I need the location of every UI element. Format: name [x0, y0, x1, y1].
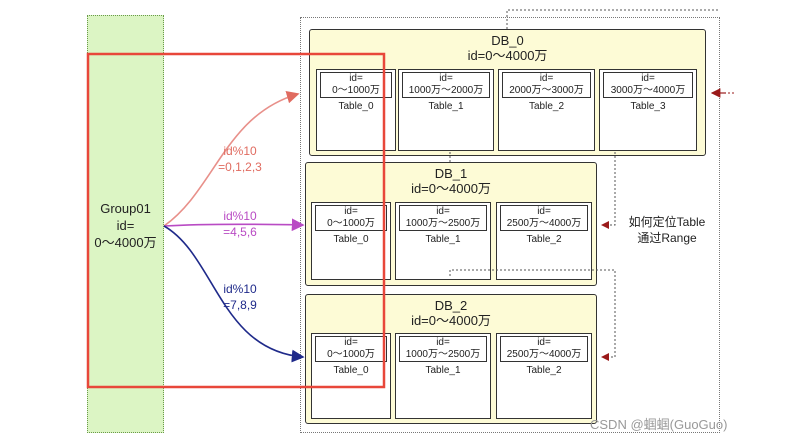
db-2-table-2: id= 2500万～4000万 Table_2 [496, 333, 592, 419]
route-label-db0-line-1: id%10 [223, 144, 257, 158]
route-arrow-db0 [163, 90, 300, 227]
table-name: Table_3 [630, 101, 666, 112]
db-1-table-2: id= 2500万～4000万 Table_2 [496, 202, 592, 280]
table-range: id= 3000万～4000万 [603, 72, 693, 98]
dotted-db1-top [601, 152, 616, 229]
table-range-key: id= [344, 206, 358, 217]
db-0-table-3: id= 3000万～4000万 Table_3 [599, 69, 697, 151]
db-2-range: id=0～4000万 [411, 313, 491, 328]
dotted-db2 [449, 269, 616, 361]
db-2-title: DB_2 [434, 298, 468, 313]
table-range: id= 0～1000万 [320, 72, 392, 98]
table-range-key: id= [537, 337, 551, 348]
table-range: id= 0～1000万 [315, 205, 387, 231]
locate-table-note-line-2: 通过Range [637, 231, 697, 245]
db-1-range: id=0～4000万 [411, 181, 491, 196]
dotted-db0-top [506, 9, 720, 29]
table-range-key: id= [436, 206, 450, 217]
table-range-key: id= [537, 206, 551, 217]
route-label-db1-line-2: =4,5,6 [223, 225, 257, 239]
table-range: id= 1000万～2000万 [402, 72, 490, 98]
db-1-table-1: id= 1000万～2500万 Table_1 [395, 202, 491, 280]
db-1-table-0: id= 0～1000万 Table_0 [311, 202, 391, 280]
db-0-title: DB_0 [491, 33, 524, 48]
group01-box [87, 15, 164, 433]
table-name: Table_0 [333, 234, 369, 245]
route-label-db0-line-2: =0,1,2,3 [218, 160, 262, 174]
route-label-db2: id%10 =7,8,9 [200, 281, 280, 313]
table-range: id= 2500万～4000万 [500, 205, 588, 231]
table-range-key: id= [344, 337, 358, 348]
table-range-value: 0～1000万 [332, 85, 380, 96]
group01-line-3: 0～4000万 [94, 235, 157, 250]
db-1-title: DB_1 [434, 166, 468, 181]
table-range: id= 2000万～3000万 [502, 72, 591, 98]
table-range-value: 1000万～2000万 [408, 85, 484, 96]
table-range: id= 1000万～2500万 [399, 205, 487, 231]
db-0-table-2: id= 2000万～3000万 Table_2 [498, 69, 595, 151]
group01-line-2: id= [116, 218, 135, 233]
table-range-value: 2000万～3000万 [509, 85, 584, 96]
table-range-value: 0～1000万 [327, 349, 375, 360]
table-range-key: id= [349, 73, 363, 84]
table-range: id= 0～1000万 [315, 336, 387, 362]
table-range-value: 2500万～4000万 [506, 349, 582, 360]
table-range-key: id= [539, 73, 554, 84]
table-range-key: id= [439, 73, 453, 84]
table-range-key: id= [436, 337, 450, 348]
locate-table-note: 如何定位Table 通过Range [620, 214, 714, 246]
table-range-value: 2500万～4000万 [506, 218, 582, 229]
db-2-table-0: id= 0～1000万 Table_0 [311, 333, 391, 419]
table-range: id= 2500万～4000万 [500, 336, 588, 362]
route-label-db1-line-1: id%10 [223, 209, 257, 223]
table-range-value: 3000万～4000万 [610, 85, 686, 96]
table-name: Table_0 [333, 365, 369, 376]
table-range-value: 1000万～2500万 [405, 218, 481, 229]
db-0-table-0: id= 0～1000万 Table_0 [316, 69, 396, 151]
route-arrow-db2 [163, 225, 305, 363]
group01-label: Group01 id= 0～4000万 [87, 200, 164, 251]
table-name: Table_1 [425, 365, 461, 376]
table-name: Table_2 [526, 234, 562, 245]
group01-line-1: Group01 [100, 201, 151, 216]
route-arrow-db1 [163, 218, 305, 232]
db-0-table-1: id= 1000万～2000万 Table_1 [398, 69, 494, 151]
db-1-box: DB_1 id=0～4000万 id= 0～1000万 Table_0 id= … [305, 162, 597, 286]
db-0-box: DB_0 id=0～4000万 id= 0～1000万 Table_0 id= … [309, 29, 706, 156]
locate-table-note-line-1: 如何定位Table [628, 215, 706, 229]
table-range-key: id= [641, 73, 655, 84]
route-label-db0: id%10 =0,1,2,3 [200, 143, 280, 175]
db-0-range: id=0～4000万 [467, 48, 548, 63]
table-name: Table_1 [428, 101, 464, 112]
db-2-box: DB_2 id=0～4000万 id= 0～1000万 Table_0 id= … [305, 294, 597, 424]
table-range-value: 0～1000万 [327, 218, 375, 229]
table-name: Table_1 [425, 234, 461, 245]
table0-highlight [86, 52, 386, 389]
table-name: Table_2 [528, 101, 565, 112]
route-label-db1: id%10 =4,5,6 [200, 208, 280, 240]
watermark: CSDN @蝈蝈(GuoGuo) [590, 417, 728, 432]
db-2-table-1: id= 1000万～2500万 Table_1 [395, 333, 491, 419]
table-name: Table_2 [526, 365, 562, 376]
route-label-db2-line-2: =7,8,9 [223, 298, 257, 312]
table-range-value: 1000万～2500万 [405, 349, 481, 360]
route-label-db2-line-1: id%10 [223, 282, 257, 296]
table-name: Table_0 [338, 101, 374, 112]
table-range: id= 1000万～2500万 [399, 336, 487, 362]
